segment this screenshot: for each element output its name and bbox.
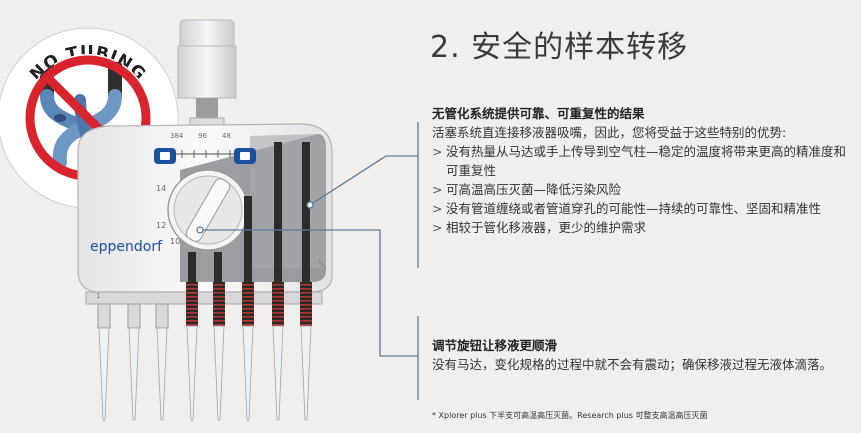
no-tubing-sticker: NO TUBING: [0, 27, 179, 209]
benefit-item: 可高温高压灭菌—降低污染风险: [432, 180, 852, 199]
scale-top-label: 96: [198, 132, 207, 140]
dial-scale-label: 14: [156, 184, 166, 193]
scale-top-label: 48: [222, 132, 231, 140]
section-heading: 无管化系统提供可靠、可重复性的结果: [432, 106, 645, 121]
pipette-channels: 1: [85, 142, 323, 421]
dial-scale-label: 12: [156, 221, 166, 230]
benefit-item: 相较于管化移液器，更少的维护需求: [432, 218, 852, 237]
adjustment-dial: 14 12 10: [156, 169, 249, 251]
section-intro: 活塞系统直连接移液器吸嘴，因此，您将受益于这些特别的优势:: [432, 125, 787, 140]
benefit-item: 没有管道缠绕或者管道穿孔的可能性—持续的可靠性、坚固和精准性: [432, 199, 852, 218]
page-title: 2. 安全的样本转移: [430, 30, 689, 65]
channel-number-label: 1: [96, 292, 100, 300]
dial-scale-label: 10: [170, 237, 180, 246]
footnote: * Xplorer plus 下半支可高温高压灭菌。Research plus …: [432, 411, 708, 420]
benefit-list: 没有热量从马达或手上传导到空气柱—稳定的温度将带来更高的精准度和可重复性 可高温…: [432, 142, 852, 237]
section-body: 没有马达，变化规格的过程中就不会有震动；确保移液过程无液体滴落。: [432, 357, 833, 372]
section-tubeless-system: 无管化系统提供可靠、可重复性的结果 活塞系统直连接移液器吸嘴，因此，您将受益于这…: [432, 104, 852, 237]
pipette-top: [177, 19, 237, 133]
section-heading: 调节旋钮让移液更顺滑: [432, 338, 558, 353]
benefit-item: 没有热量从马达或手上传导到空气柱—稳定的温度将带来更高的精准度和可重复性: [432, 142, 852, 180]
section-adjustment-knob: 调节旋钮让移液更顺滑 没有马达，变化规格的过程中就不会有震动；确保移液过程无液体…: [432, 336, 857, 374]
scale-top-label: 384: [170, 132, 184, 140]
callout-lines: [196, 122, 419, 400]
eppendorf-logo: eppendorf: [90, 239, 163, 255]
pipette-body: 384 96 48 14 12 10 eppendorf: [77, 123, 333, 293]
